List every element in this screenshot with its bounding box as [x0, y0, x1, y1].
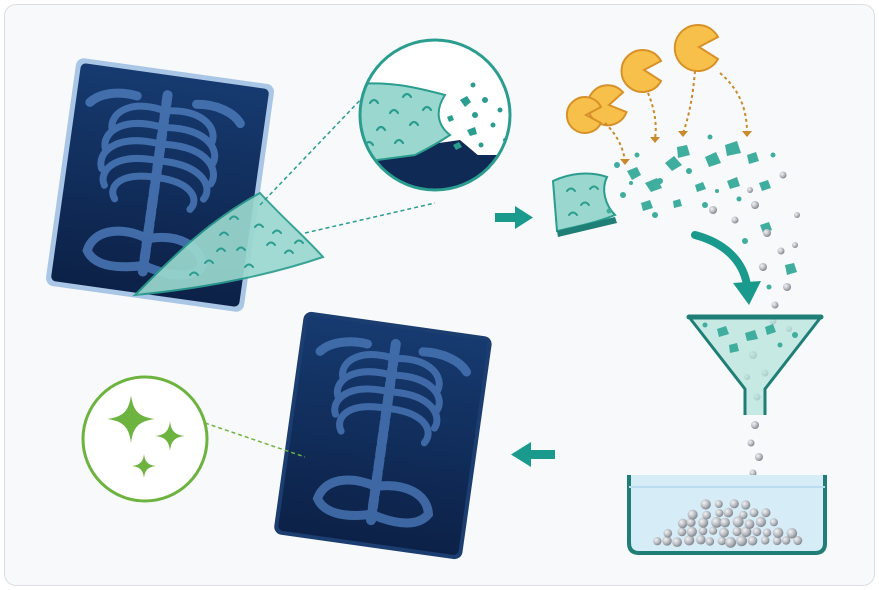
magnifier-circle-icon [350, 40, 525, 205]
silver-particle [672, 537, 682, 547]
silver-particle [719, 528, 729, 538]
sparkle-icon [83, 377, 207, 501]
silver-particle [739, 511, 747, 519]
silver-particle [756, 517, 766, 527]
silver-particle [736, 535, 747, 546]
silver-particle [780, 172, 787, 179]
silver-particle [751, 201, 759, 209]
silver-particle [699, 527, 708, 536]
silver-particle [706, 537, 714, 545]
silver-particle [753, 527, 762, 536]
silver-particle [700, 499, 710, 509]
silver-particle [725, 537, 736, 548]
arrow-right-icon [495, 206, 533, 229]
arrow-left-icon [511, 442, 555, 467]
silver-particle [763, 529, 771, 537]
silver-particle [678, 519, 688, 529]
leader-line [305, 203, 435, 233]
coating-fragment [553, 174, 617, 237]
leader-line [260, 95, 365, 205]
silver-particle [709, 527, 717, 535]
arrow-curve-down-icon [695, 235, 761, 305]
diagram-canvas [4, 4, 875, 586]
silver-particle [696, 535, 705, 544]
enzyme-pacman-icon [567, 25, 718, 133]
silver-particle [792, 242, 798, 248]
silver-particle [755, 453, 763, 461]
silver-particle [761, 536, 770, 545]
silver-particle [783, 283, 791, 291]
silver-particle [750, 508, 759, 517]
silver-particle [778, 248, 785, 255]
silver-particle [715, 509, 723, 517]
silver-particle [730, 499, 739, 508]
xray-film-clean [205, 311, 493, 560]
coating-particles [607, 135, 798, 290]
silver-particle [653, 537, 661, 545]
silver-particle [688, 510, 698, 520]
silver-particle [732, 527, 741, 536]
silver-particle [663, 529, 672, 538]
silver-particle [763, 229, 771, 237]
silver-particle [747, 187, 753, 193]
silver-particle [715, 500, 723, 508]
silver-particle [687, 527, 697, 537]
silver-particle [794, 212, 800, 218]
process-diagram [5, 5, 874, 585]
funnel-icon [689, 317, 821, 415]
silver-particle [724, 508, 734, 518]
silver-particle [770, 518, 778, 526]
silver-particle [709, 206, 717, 214]
silver-particle [759, 263, 767, 271]
silver-particle [718, 537, 727, 546]
silver-particle [720, 518, 730, 528]
silver-particle [761, 508, 770, 517]
silver-particle [678, 528, 687, 537]
silver-particle [773, 528, 784, 539]
silver-particle [748, 536, 758, 546]
silver-particle [732, 217, 739, 224]
silver-particle [748, 440, 755, 447]
silver-particle [787, 528, 798, 539]
silver-particle [751, 421, 759, 429]
silver-particle [772, 302, 779, 309]
silver-particle [741, 500, 750, 509]
silver-particle [702, 511, 711, 520]
silver-particle [745, 519, 755, 529]
